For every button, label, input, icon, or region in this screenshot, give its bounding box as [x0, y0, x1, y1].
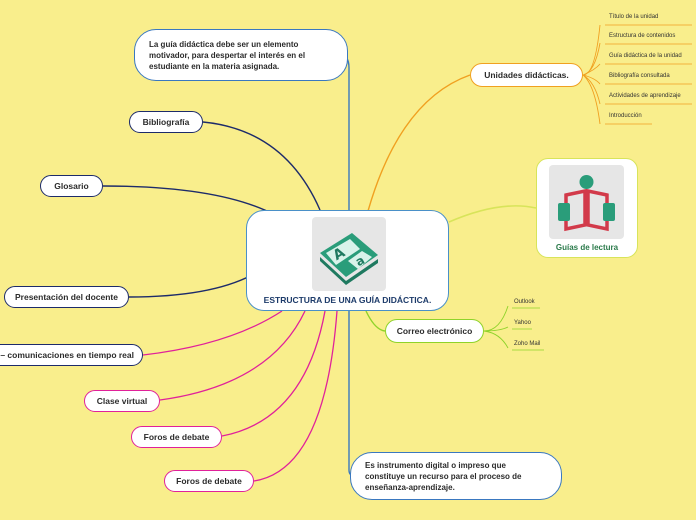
node-unidades-label: Unidades didácticas. — [484, 70, 569, 80]
unidades-item[interactable]: Estructura de contenidos — [609, 33, 676, 39]
node-glosario[interactable]: Glosario — [40, 175, 103, 197]
connector-unidades — [367, 74, 471, 212]
connector-foros1 — [221, 310, 326, 437]
book-letters-icon: A a — [312, 217, 386, 291]
node-clase-virtual-label: Clase virtual — [96, 396, 148, 406]
node-bibliografia-label: Bibliografía — [142, 117, 190, 127]
connector-presentacion — [128, 274, 253, 298]
unidades-item[interactable]: Título de la unidad — [609, 14, 659, 20]
node-correo[interactable]: Correo electrónico — [385, 319, 484, 343]
node-glosario-label: Glosario — [54, 181, 89, 191]
correo-fan — [483, 305, 509, 349]
correo-item[interactable]: Yahoo — [514, 320, 531, 326]
unidades-underlines — [605, 24, 692, 125]
node-foros-1[interactable]: Foros de debate — [131, 426, 222, 448]
unidades-item[interactable]: Bibliografía consultada — [609, 73, 670, 79]
central-topic-title: ESTRUCTURA DE UNA GUÍA DIDÁCTICA. — [263, 295, 432, 305]
note-top-text: La guía didáctica debe ser un elemento m… — [149, 39, 306, 71]
correo-item[interactable]: Outlook — [514, 299, 535, 305]
node-guias-label: Guías de lectura — [555, 243, 619, 252]
unidades-item[interactable]: Introducción — [609, 113, 642, 119]
connector-correo — [365, 310, 386, 332]
connector-clase — [159, 310, 306, 401]
note-top: La guía didáctica debe ser un elemento m… — [134, 29, 348, 81]
node-unidades[interactable]: Unidades didácticas. — [470, 63, 583, 87]
unidades-item[interactable]: Guía didáctica de la unidad — [609, 53, 682, 59]
central-topic[interactable]: A a ESTRUCTURA DE UNA GUÍA DIDÁCTICA. — [246, 210, 449, 311]
node-correo-label: Correo electrónico — [396, 326, 473, 336]
correo-item[interactable]: Zoho Mail — [514, 341, 541, 347]
node-comunicaciones[interactable]: – comunicaciones en tiempo real — [0, 344, 143, 366]
node-comunicaciones-label: – comunicaciones en tiempo real — [0, 350, 134, 360]
connector-guias — [448, 205, 537, 223]
node-clase-virtual[interactable]: Clase virtual — [84, 390, 160, 412]
node-presentacion[interactable]: Presentación del docente — [4, 286, 129, 308]
node-guias-lectura[interactable]: Guías de lectura — [536, 158, 638, 258]
connector-foros2 — [253, 310, 338, 482]
unidades-item[interactable]: Actividades de aprendizaje — [609, 93, 681, 99]
node-presentacion-label: Presentación del docente — [15, 292, 118, 302]
connector-comunicaciones — [142, 310, 283, 356]
connector-bottom-note — [348, 311, 356, 477]
unidades-fan — [582, 24, 601, 125]
node-foros-2-label: Foros de debate — [176, 476, 242, 486]
note-bottom-text: Es instrumento digital o impreso que con… — [365, 460, 522, 492]
node-foros-1-label: Foros de debate — [143, 432, 210, 442]
reader-icon — [549, 165, 624, 239]
node-foros-2[interactable]: Foros de debate — [164, 470, 254, 492]
connector-bibliografia — [202, 121, 321, 211]
note-bottom: Es instrumento digital o impreso que con… — [350, 452, 562, 500]
connector-top-note — [339, 54, 350, 211]
connector-glosario — [102, 185, 276, 216]
correo-underlines — [512, 307, 544, 351]
node-bibliografia[interactable]: Bibliografía — [129, 111, 203, 133]
